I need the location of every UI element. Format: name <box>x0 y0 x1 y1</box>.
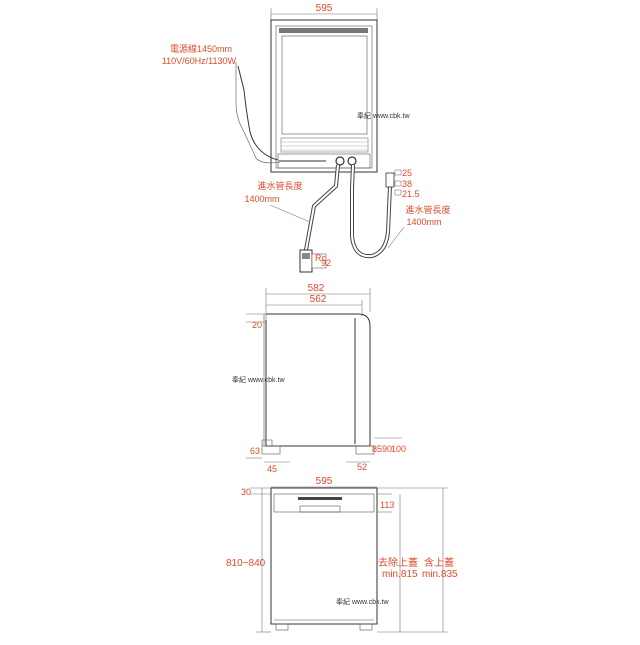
grille <box>280 137 369 153</box>
front-body-outline <box>270 487 378 625</box>
front-dim-30: 30 <box>241 487 251 497</box>
without-lid-label: 去除上蓋 <box>378 556 418 569</box>
inlet-left-label: 進水管長度 <box>257 180 302 191</box>
side-dim-63: 63 <box>250 446 260 456</box>
svg-text:92: 92 <box>321 258 331 268</box>
top-strip <box>279 28 368 33</box>
handle <box>298 497 342 500</box>
without-lid-height: min.815 <box>382 569 418 580</box>
top-body-outline <box>270 19 378 173</box>
side-width-562: 562 <box>310 294 327 305</box>
inlet-left-length: 1400mm <box>244 194 279 204</box>
front-view: 595 30 113 810~840 去除上蓋 min.815 含上蓋 min.… <box>226 476 458 633</box>
watermark-front: 奉紀 www.cbk.tw <box>336 597 389 606</box>
inlet-right-length: 1400mm <box>406 217 441 227</box>
side-dim-52: 52 <box>357 462 367 472</box>
side-dim-45: 45 <box>267 464 277 474</box>
inlet-fitting <box>347 156 357 166</box>
side-dim-90: 90 <box>382 444 392 454</box>
inlet-hose-right <box>350 164 392 259</box>
side-dim-20: 20 <box>252 320 262 330</box>
side-dim-100: 100 <box>391 444 406 454</box>
inlet-hose-left <box>304 164 340 251</box>
watermark-side: 奉紀 www.cbk.tw <box>232 375 285 384</box>
svg-text:Rc: Rc <box>315 253 326 263</box>
watermark-top: 奉紀 www.cbk.tw <box>357 111 410 120</box>
front-dim-113: 113 <box>380 500 394 510</box>
with-lid-height: min.835 <box>422 569 458 580</box>
with-lid-label: 含上蓋 <box>424 556 454 569</box>
inlet-right-label: 進水管長度 <box>405 204 450 215</box>
front-width-label: 595 <box>316 476 333 487</box>
top-width-label: 595 <box>316 3 333 14</box>
side-body-outline <box>265 313 371 447</box>
dim-38: 38 <box>402 179 412 189</box>
dim-25: 25 <box>402 168 412 178</box>
side-dim-85: 85 <box>372 444 382 454</box>
dim-21-5: 21.5 <box>402 189 420 199</box>
side-view: 582 562 20 奉紀 www.cbk.tw 63 85 90 100 45… <box>232 283 406 474</box>
side-width-582: 582 <box>308 283 325 294</box>
control-panel <box>273 493 375 513</box>
outlet-fitting <box>335 156 345 166</box>
front-height-range: 810~840 <box>226 558 266 569</box>
power-cord-length: 電源線1450mm <box>170 43 232 54</box>
power-cord-spec: 110V/60Hz/1130W <box>162 56 237 66</box>
top-view: 595 電源線1450mm 110V/60Hz/1130W 奉紀 www.cbk… <box>162 3 451 273</box>
power-cord <box>235 62 281 164</box>
